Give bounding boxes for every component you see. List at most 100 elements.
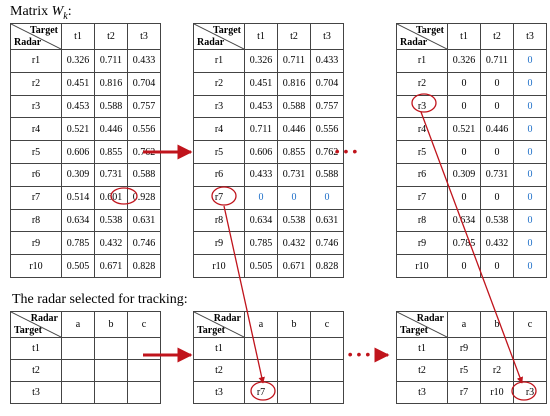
corner-top-label: Radar (30, 313, 58, 324)
matrix-cell: 0 (480, 254, 514, 278)
matrix-cell: 0 (513, 71, 547, 96)
selection-title: The radar selected for tracking: (12, 292, 188, 307)
matrix-col-header: t2 (94, 23, 128, 50)
radar-row-label: r1 (10, 49, 62, 73)
ellipsis-bottom: • • • (348, 346, 371, 362)
matrix-cell: 0.556 (310, 117, 344, 142)
selection-col-header: b (94, 311, 128, 338)
matrix-title-suffix: : (67, 4, 72, 19)
matrix-cell: 0 (513, 94, 547, 119)
selection-col-header: b (480, 311, 514, 338)
matrix-cell: 0.855 (94, 140, 128, 164)
radar-row-label: r4 (10, 117, 62, 142)
matrix-cell: 0.828 (127, 254, 161, 278)
target-row-label: t2 (10, 359, 62, 382)
matrix-cell: 0 (447, 140, 481, 164)
target-row-label: t2 (396, 359, 448, 382)
matrix-cell: 0.731 (94, 162, 128, 187)
diagonal-divider (194, 24, 244, 49)
target-row-label: t1 (193, 337, 245, 360)
matrix-cell: 0 (447, 185, 481, 210)
matrix-cell: 0.746 (310, 231, 344, 256)
radar-row-label: r7 (10, 185, 62, 210)
selection-cell: r3 (513, 381, 547, 404)
matrix-cell: 0.671 (94, 254, 128, 278)
selection-cell (61, 337, 95, 360)
radar-row-label: r9 (193, 231, 245, 256)
matrix-cell: 0.606 (61, 140, 95, 164)
matrix-cell: 0.762 (127, 140, 161, 164)
selection-cell (127, 381, 161, 404)
selection-cell (61, 381, 95, 404)
matrix-cell: 0.505 (61, 254, 95, 278)
radar-row-label: r7 (396, 185, 448, 210)
corner-bottom-label: Target (400, 325, 428, 336)
matrix-cell: 0.446 (480, 117, 514, 142)
matrix-cell: 0 (513, 49, 547, 73)
matrix-cell: 0.634 (244, 208, 278, 233)
radar-row-label: r5 (396, 140, 448, 164)
matrix-cell: 0.928 (127, 185, 161, 210)
matrix-cell: 0.446 (94, 117, 128, 142)
selection-col-header: c (127, 311, 161, 338)
matrix-cell: 0.453 (244, 94, 278, 119)
radar-row-label: r6 (193, 162, 245, 187)
selection-cell: r7 (447, 381, 481, 404)
corner-bottom-label: Radar (400, 37, 428, 48)
matrix-symbol-subscript: k (63, 10, 68, 22)
matrix-cell: 0 (480, 185, 514, 210)
selection-cell: r9 (447, 337, 481, 360)
selection-cell (277, 381, 311, 404)
selection-cell (310, 337, 344, 360)
matrix-cell: 0 (513, 231, 547, 256)
matrix-col-header: t2 (480, 23, 514, 50)
matrix-cell: 0.634 (447, 208, 481, 233)
selection-cell (277, 337, 311, 360)
matrix-title: Matrix Wk: (10, 4, 72, 22)
radar-row-label: r8 (10, 208, 62, 233)
radar-row-label: r6 (396, 162, 448, 187)
matrix-cell: 0.432 (94, 231, 128, 256)
matrix-cell: 0.326 (447, 49, 481, 73)
matrix-cell: 0.731 (277, 162, 311, 187)
matrix-cell: 0.326 (61, 49, 95, 73)
matrix-cell: 0.785 (61, 231, 95, 256)
matrix-cell: 0 (480, 71, 514, 96)
matrix-cell: 0.785 (447, 231, 481, 256)
matrix-cell: 0.521 (447, 117, 481, 142)
selection-col-header: b (277, 311, 311, 338)
matrix-cell: 0.711 (244, 117, 278, 142)
radar-row-label: r6 (10, 162, 62, 187)
matrix-cell: 0.453 (61, 94, 95, 119)
matrix-cell: 0 (277, 185, 311, 210)
selection-cell: r5 (447, 359, 481, 382)
matrix-cell: 0.704 (310, 71, 344, 96)
matrix-cell: 0 (480, 94, 514, 119)
selection-cell (94, 337, 128, 360)
selection-cell (480, 337, 514, 360)
matrix-cell: 0 (310, 185, 344, 210)
selection-col-header: c (310, 311, 344, 338)
selection-col-header: c (513, 311, 547, 338)
selection-cell: r10 (480, 381, 514, 404)
matrix-cell: 0 (513, 140, 547, 164)
selection-cell (310, 359, 344, 382)
